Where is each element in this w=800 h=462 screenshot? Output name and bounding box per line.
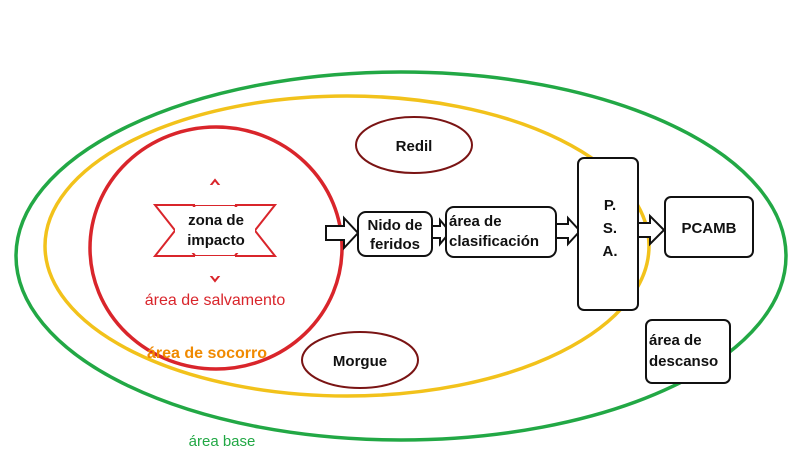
nido-feridos-node bbox=[357, 211, 433, 257]
zona-impacto-label-2: impacto bbox=[187, 232, 245, 249]
flow-arrows bbox=[325, 213, 666, 251]
redil-node bbox=[355, 116, 473, 174]
psa-node bbox=[577, 157, 639, 311]
area-socorro-label: área de socorro bbox=[147, 345, 267, 362]
zona-impacto-label-1: zona de bbox=[188, 212, 244, 229]
nido-label-1: Nido de bbox=[368, 217, 423, 234]
morgue-node bbox=[301, 331, 419, 389]
area-base-label: área base bbox=[189, 433, 256, 450]
area-descanso-node bbox=[645, 319, 731, 384]
redil-label: Redil bbox=[396, 138, 433, 155]
arrow-icon bbox=[555, 215, 582, 247]
area-salvamento-label: área de salvamento bbox=[145, 292, 286, 309]
psa-label-2: S. bbox=[603, 220, 617, 237]
area-base-ellipse bbox=[14, 70, 788, 442]
descanso-label-1: área de bbox=[649, 332, 702, 349]
psa-label-3: A. bbox=[603, 243, 618, 260]
clasificacion-label-2: clasificación bbox=[449, 233, 539, 250]
nido-label-2: feridos bbox=[370, 236, 420, 253]
arrow-icon bbox=[325, 215, 360, 251]
arrow-icon bbox=[637, 213, 666, 247]
pcamb-node bbox=[664, 196, 754, 258]
psa-label-1: P. bbox=[604, 197, 616, 214]
descanso-label-2: descanso bbox=[649, 353, 718, 370]
clasificacion-label-1: área de bbox=[449, 213, 502, 230]
area-salvamento-circle bbox=[88, 125, 344, 371]
area-clasificacion-node bbox=[445, 206, 557, 258]
morgue-label: Morgue bbox=[333, 353, 387, 370]
pcamb-label: PCAMB bbox=[682, 220, 737, 237]
